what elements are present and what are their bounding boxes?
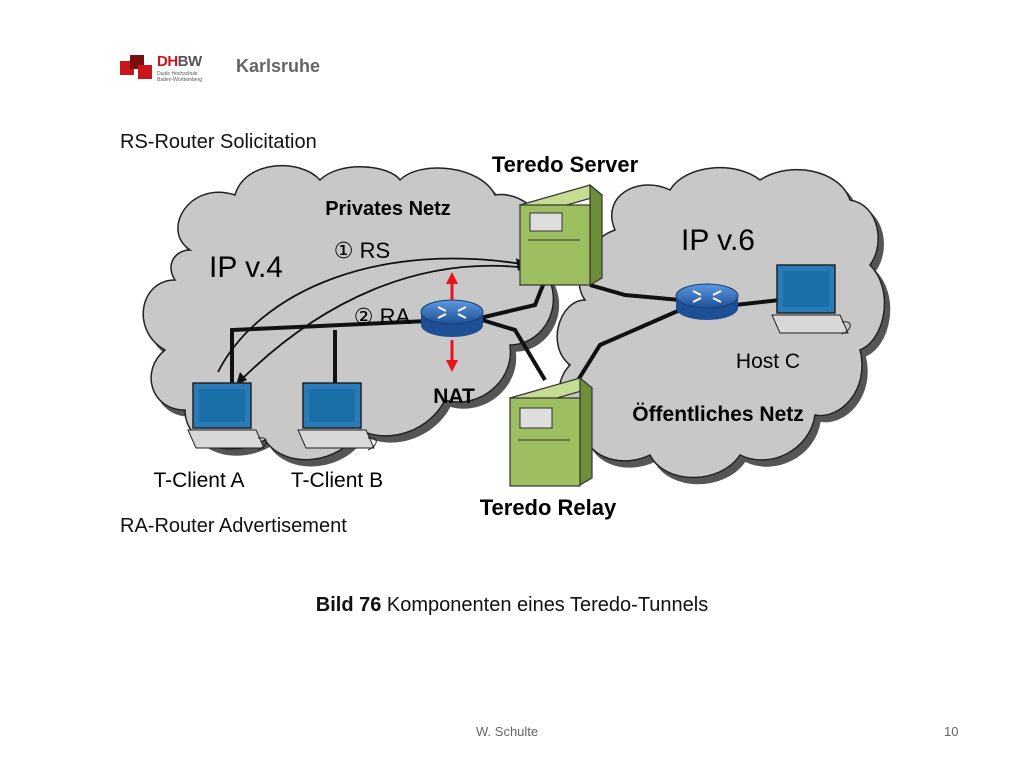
tunnel-arrows [217,257,529,386]
label-teredo-server: Teredo Server [492,152,639,177]
logo-dh: DH [157,53,178,70]
footer-page-number: 10 [944,724,959,739]
footer-author: W. Schulte [476,724,539,739]
label-ipv6: IP v.6 [681,224,755,257]
client-a-computer-icon [187,382,267,451]
label-client-b: T-Client B [291,469,383,492]
dhbw-logo [120,53,154,88]
network-links [230,279,781,395]
ra-arrowhead [236,372,247,385]
logo-wordmark: DHBW [157,53,202,70]
teredo-server [518,183,604,287]
caption-text: Komponenten eines Teredo-Tunnels [381,594,709,616]
note-rs: RS-Router Solicitation [120,131,317,153]
label-public-net: Öffentliches Netz [632,403,804,426]
nat-arrow-icon [446,272,458,372]
ipv6-router-icon [675,283,739,320]
label-step-rs: ① RS [334,238,390,263]
logo-subtitle: Duale Hochschule Baden-Württemberg [157,71,217,83]
logo-bw: BW [177,53,203,70]
teredo-relay [508,376,594,487]
ipv6-cloud [556,167,886,479]
logo-subtitle-line2: Baden-Württemberg [157,77,203,83]
logo-subtitle-line1: Duale Hochschule [157,71,198,77]
dhbw-logo-mark-icon [120,55,152,79]
nat-router-icon [420,299,484,337]
label-host-c: Host C [736,350,800,373]
logo-city: Karlsruhe [236,56,321,76]
label-nat: NAT [433,385,475,408]
label-ipv4: IP v.4 [209,251,283,284]
figure-caption: Bild 76 Komponenten eines Teredo-Tunnels [0,594,1024,617]
label-private-net: Privates Netz [325,198,451,220]
label-teredo-relay: Teredo Relay [480,495,617,520]
client-b-computer-icon [297,382,377,451]
label-step-ra: ② RA [354,304,411,329]
caption-bold: Bild 76 [315,594,382,616]
label-client-a: T-Client A [153,469,244,492]
host-c-computer-icon [771,264,851,335]
note-ra: RA-Router Advertisement [120,515,347,537]
